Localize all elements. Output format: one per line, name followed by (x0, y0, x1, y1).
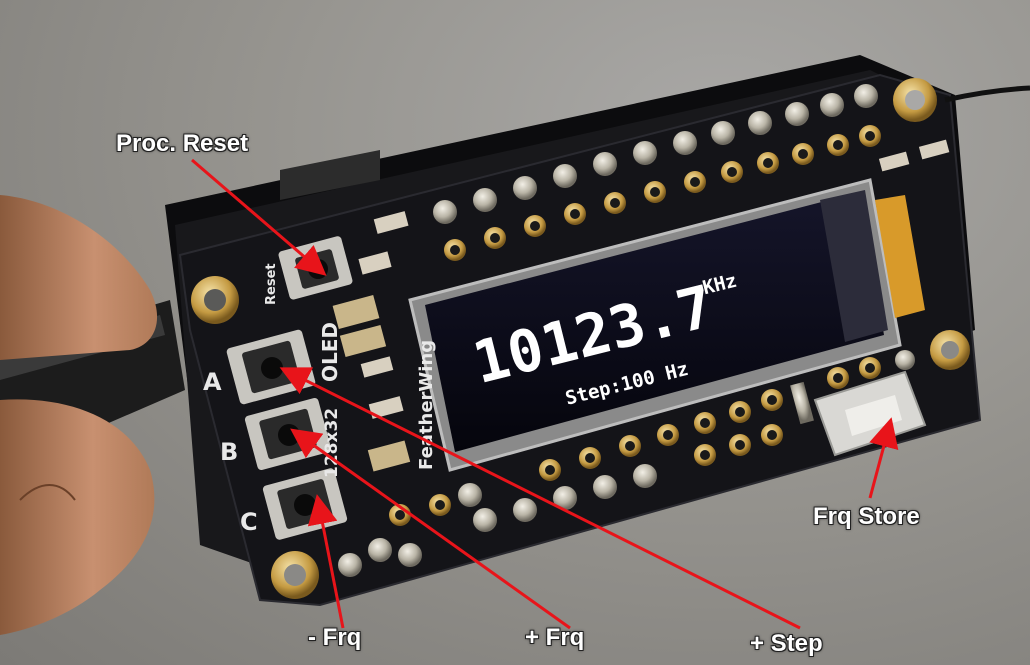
callout-plus-frq: + Frq (525, 624, 585, 651)
silk-brand: FeatherWing (416, 340, 437, 470)
callout-frq-store: Frq Store (813, 503, 920, 530)
arrow-plus-step (279, 367, 801, 630)
arrow-frq-store (868, 417, 899, 499)
arrow-minus-frq (307, 494, 345, 629)
frq-store-switch[interactable] (790, 350, 927, 457)
header-pins-bottom (338, 357, 881, 577)
callout-minus-frq: - Frq (308, 624, 362, 651)
smd-components (332, 139, 950, 472)
callout-plus-step: + Step (750, 630, 823, 657)
arrow-plus-frq (290, 428, 571, 630)
silk-oled: OLED (318, 322, 342, 382)
antenna-wire (944, 85, 1030, 103)
silk-c: C (240, 508, 258, 536)
silk-size: 128x32 (322, 408, 342, 478)
silk-b: B (220, 438, 238, 466)
callout-proc-reset: Proc. Reset (116, 130, 249, 157)
header-pins-top (433, 84, 881, 261)
annotation-arrows (191, 158, 899, 630)
arrow-proc-reset (191, 158, 327, 276)
finger (0, 195, 158, 635)
silk-a: A (203, 368, 222, 396)
oled-display: 10123.7 KHz Step:100 Hz (408, 178, 925, 472)
silk-reset: Reset (264, 263, 279, 305)
